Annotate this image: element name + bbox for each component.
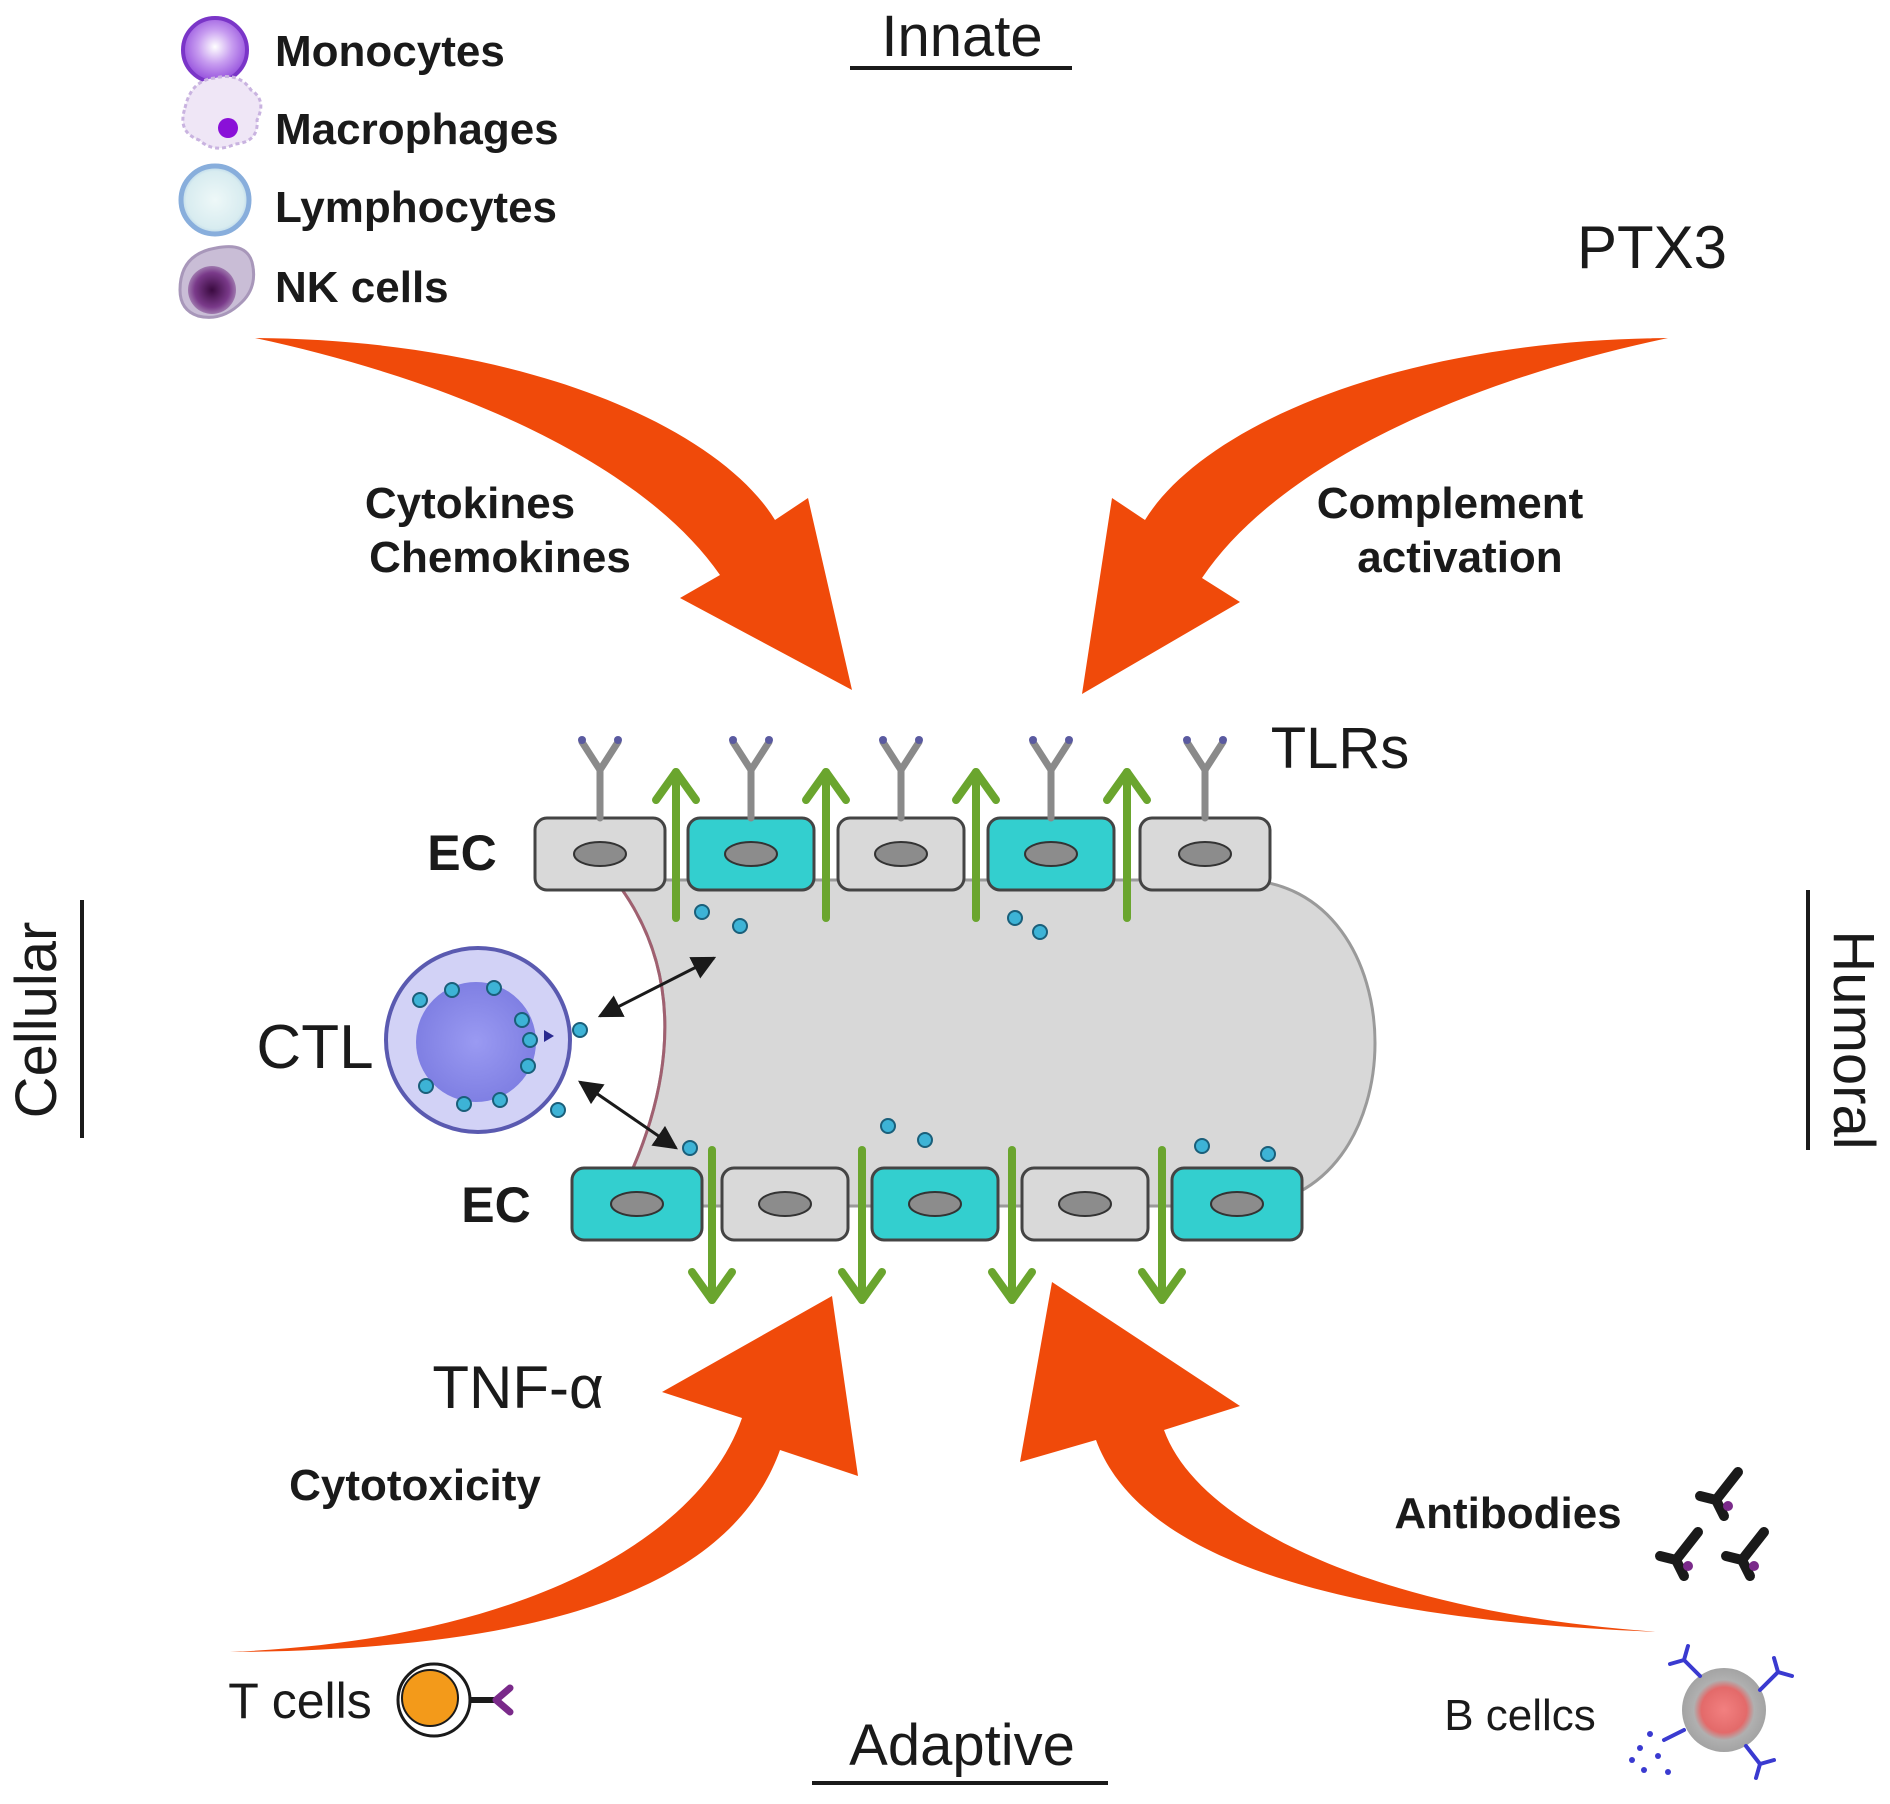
b-cell-icon bbox=[1629, 1644, 1794, 1780]
label-cytokines: Cytokines bbox=[365, 479, 575, 528]
label-ptx3: PTX3 bbox=[1577, 214, 1727, 281]
green-arrow-up-1 bbox=[652, 768, 700, 922]
axis-title-innate: Innate bbox=[881, 4, 1042, 69]
ec-row-top bbox=[533, 816, 1272, 892]
label-ctl: CTL bbox=[256, 1013, 373, 1082]
tlr-receptor-3 bbox=[879, 738, 923, 822]
ec-cell-top-2 bbox=[686, 816, 816, 892]
arrow-adaptive-cellular bbox=[230, 1296, 858, 1652]
tlr-receptors bbox=[578, 738, 1227, 822]
ec-cell-top-4 bbox=[986, 816, 1116, 892]
tlr-receptor-4 bbox=[1029, 738, 1073, 822]
t-cell-icon bbox=[396, 1662, 514, 1738]
ec-row-bottom bbox=[570, 1166, 1304, 1242]
label-ec-top: EC bbox=[427, 825, 496, 881]
ec-cell-top-3 bbox=[836, 816, 966, 892]
tlr-receptor-1 bbox=[578, 738, 622, 822]
ec-cell-top-5 bbox=[1138, 816, 1272, 892]
ctl-interaction-arrow-lower bbox=[578, 1080, 678, 1150]
green-arrow-down-1 bbox=[688, 1146, 736, 1304]
green-arrows-down bbox=[688, 1146, 1186, 1304]
ec-cell-bottom-4 bbox=[1020, 1166, 1150, 1242]
monocyte-icon bbox=[181, 16, 249, 84]
green-arrow-down-4 bbox=[1138, 1146, 1186, 1304]
ec-cell-bottom-3 bbox=[870, 1166, 1000, 1242]
antibody-icon-3 bbox=[1721, 1527, 1769, 1581]
label-complement: Complement bbox=[1317, 479, 1584, 528]
label-b-cells: B cellcs bbox=[1444, 1691, 1596, 1740]
antibody-icon-1 bbox=[1695, 1467, 1743, 1521]
ec-cell-bottom-2 bbox=[720, 1166, 850, 1242]
ctl-interaction-arrow-upper bbox=[597, 956, 717, 1018]
label-t-cells: T cells bbox=[228, 1673, 372, 1729]
green-arrow-up-4 bbox=[1103, 768, 1151, 922]
green-arrow-down-2 bbox=[838, 1146, 886, 1304]
axis-title-cellular: Cellular bbox=[4, 922, 69, 1119]
ec-cell-bottom-5 bbox=[1170, 1166, 1304, 1242]
granules bbox=[550, 904, 1276, 1162]
legend: Monocytes Macrophages Lymphocytes NK cel… bbox=[178, 16, 559, 319]
legend-label-macrophages: Macrophages bbox=[275, 105, 559, 154]
lymphocyte-icon bbox=[178, 163, 252, 237]
tlr-receptor-5 bbox=[1183, 738, 1227, 822]
label-antibodies: Antibodies bbox=[1394, 1489, 1621, 1538]
legend-label-monocytes: Monocytes bbox=[275, 27, 505, 76]
ec-cell-bottom-1 bbox=[570, 1166, 704, 1242]
legend-label-nk-cells: NK cells bbox=[275, 263, 449, 312]
green-arrow-down-3 bbox=[988, 1146, 1036, 1304]
label-tlrs: TLRs bbox=[1271, 716, 1410, 781]
ec-cell-top-1 bbox=[533, 816, 667, 892]
green-arrow-up-3 bbox=[952, 768, 1000, 922]
tlr-receptor-2 bbox=[729, 738, 773, 822]
green-arrows-up bbox=[652, 768, 1151, 922]
arrow-innate-humoral bbox=[1082, 338, 1668, 694]
arrow-adaptive-humoral bbox=[1020, 1282, 1660, 1632]
ctl-cell bbox=[384, 946, 572, 1134]
arrow-innate-cellular bbox=[255, 338, 852, 690]
legend-label-lymphocytes: Lymphocytes bbox=[275, 183, 557, 232]
nk-cell-icon bbox=[178, 245, 256, 319]
label-tnf-alpha: TNF-α bbox=[432, 1354, 603, 1421]
antibody-icons bbox=[1655, 1467, 1769, 1581]
label-activation: activation bbox=[1357, 533, 1562, 582]
label-ec-bottom: EC bbox=[461, 1177, 530, 1233]
label-chemokines: Chemokines bbox=[369, 533, 631, 582]
green-arrow-up-2 bbox=[802, 768, 850, 922]
axis-title-adaptive: Adaptive bbox=[849, 1713, 1075, 1778]
macrophage-icon bbox=[181, 75, 263, 150]
label-cytotoxicity: Cytotoxicity bbox=[289, 1461, 541, 1510]
antibody-icon-2 bbox=[1655, 1527, 1703, 1581]
axis-title-humoral: Humoral bbox=[1821, 930, 1886, 1149]
